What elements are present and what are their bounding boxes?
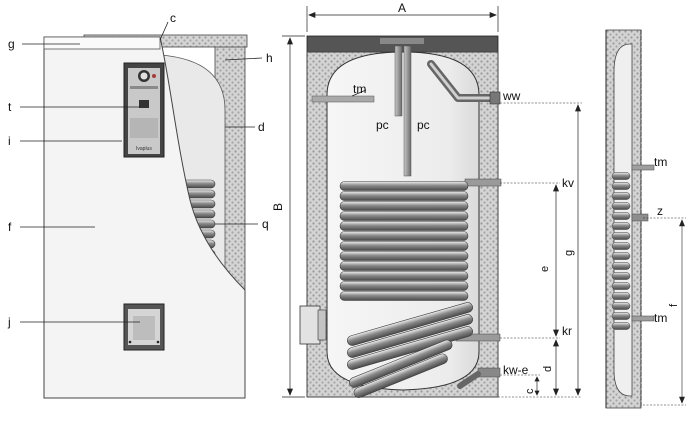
- dimension-b-label: B: [271, 203, 285, 211]
- side-pocket-tm-top: [631, 164, 655, 171]
- left-top-cap: [43, 36, 161, 50]
- label-d-center: d: [542, 366, 554, 372]
- label-pc-2: pc: [417, 118, 430, 132]
- label-c-left: c: [170, 11, 176, 25]
- label-tm-side-bottom: tm: [654, 311, 667, 325]
- label-j: j: [7, 315, 11, 329]
- thermostat-knob-icon: [139, 100, 149, 108]
- label-kr: kr: [562, 324, 572, 338]
- dimension-a: [306, 6, 499, 32]
- left-panel: Ivaplus g c h t d i f q j: [7, 11, 273, 399]
- side-pocket-tm-bottom: [631, 315, 655, 322]
- label-f-left: f: [8, 220, 12, 234]
- sensor-pocket-pc1: [394, 45, 403, 117]
- port-kv: [464, 178, 502, 187]
- port-kw-e: [477, 367, 501, 378]
- label-t: t: [8, 100, 12, 114]
- label-d-left: d: [258, 120, 265, 134]
- label-kv: kv: [562, 176, 574, 190]
- flange-cover: [123, 303, 165, 351]
- side-tank: [613, 43, 633, 397]
- label-g: g: [8, 37, 15, 51]
- left-front-casing: [43, 36, 246, 399]
- bottom-inclined-coil: [347, 302, 473, 398]
- label-g-center: g: [563, 250, 575, 256]
- label-tm-side-top: tm: [654, 155, 667, 169]
- dimension-a-label: A: [398, 1, 406, 15]
- label-c-center: c: [524, 388, 536, 394]
- label-z: z: [657, 204, 663, 218]
- dimension-b: [282, 35, 305, 398]
- right-dimension-lines: [643, 217, 686, 406]
- thermometer-pocket-tm: [311, 95, 375, 103]
- label-h: h: [266, 51, 273, 65]
- center-leader-lines: [351, 89, 367, 97]
- right-panel: tm z f tm: [605, 29, 686, 409]
- side-pocket-z: [631, 213, 649, 222]
- controller-panel: Ivaplus: [123, 62, 165, 158]
- label-e: e: [539, 266, 551, 272]
- label-kw-e: kw-e: [503, 363, 529, 377]
- center-panel: A B: [271, 1, 582, 398]
- label-q: q: [262, 217, 269, 231]
- label-tm-center: tm: [353, 82, 366, 96]
- service-flange: [299, 305, 321, 345]
- label-pc-1: pc: [376, 118, 389, 132]
- label-ww: ww: [502, 89, 521, 103]
- sensor-pocket-pc2: [403, 45, 412, 177]
- cold-water-inlet-pipe: [457, 371, 481, 389]
- center-dimension-lines: [534, 104, 582, 396]
- label-f-side: f: [668, 303, 680, 307]
- label-i: i: [8, 134, 11, 148]
- left-leader-lines: [20, 21, 263, 323]
- controller-brand-text: Ivaplus: [136, 146, 152, 152]
- center-ref-lines: [498, 102, 582, 398]
